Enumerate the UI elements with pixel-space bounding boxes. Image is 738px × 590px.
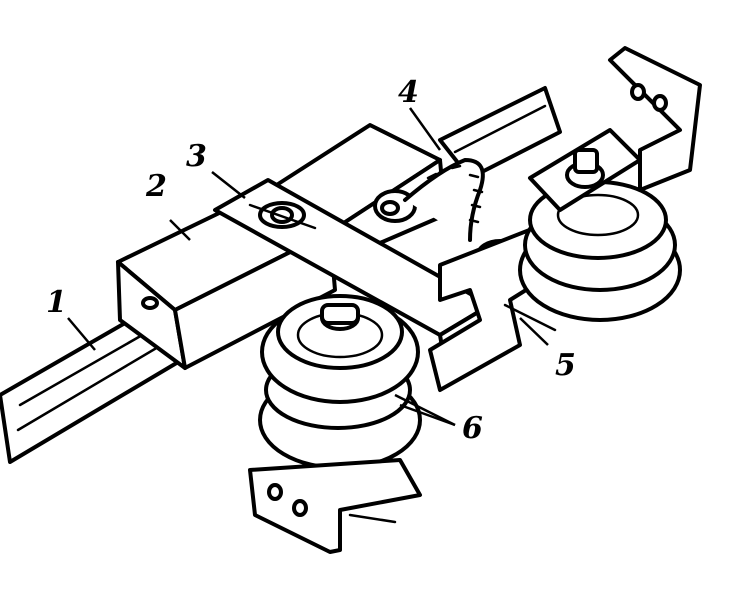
- label-5: 5: [555, 348, 576, 383]
- label-1: 1: [46, 285, 67, 320]
- label-4: 4: [398, 75, 419, 110]
- insulator-right: [518, 46, 702, 322]
- rod-part-1: [0, 86, 562, 464]
- leader-lines: [67, 107, 549, 427]
- label-6: 6: [462, 411, 483, 446]
- insulator-front-part-6: [248, 294, 422, 554]
- label-3: 3: [186, 139, 207, 174]
- label-2: 2: [145, 169, 167, 204]
